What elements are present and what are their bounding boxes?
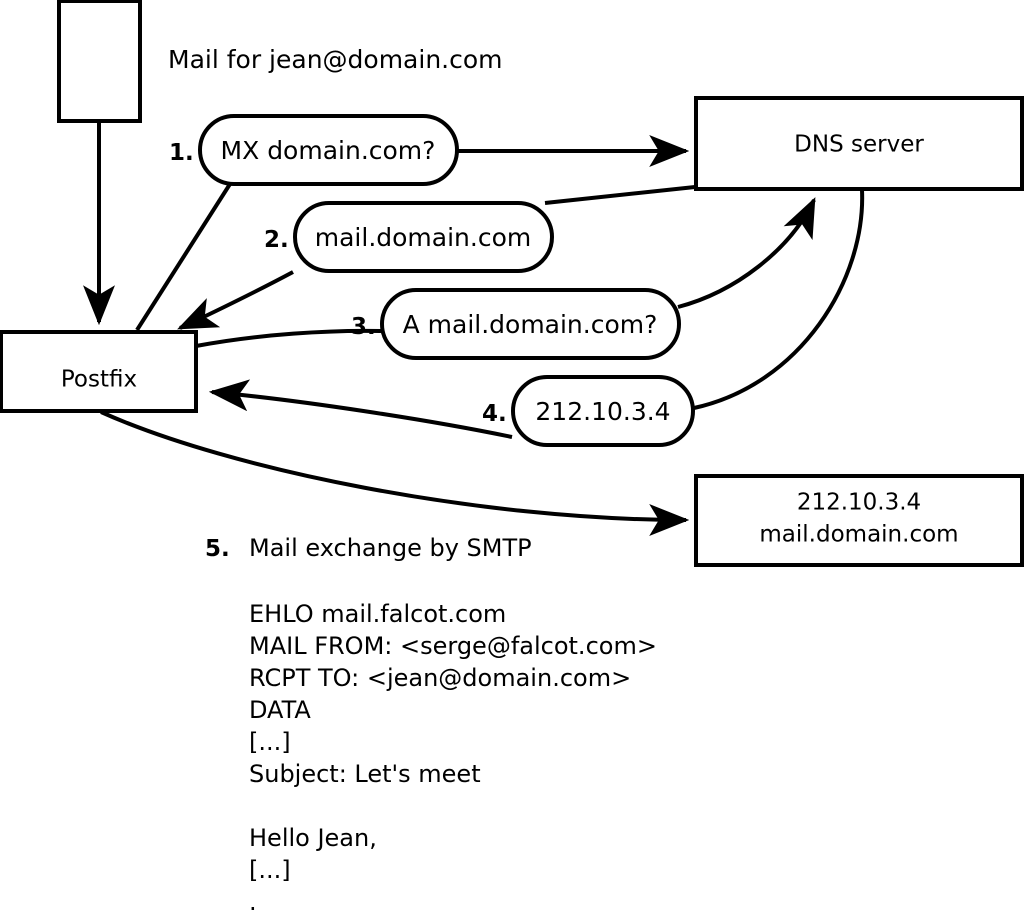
- connector-step5-smtp: [100, 410, 690, 536]
- connector-step4-to-postfix: [208, 379, 513, 439]
- mail-server-node[interactable]: 212.10.3.4 mail.domain.com: [694, 474, 1024, 567]
- step-4-label: 212.10.3.4: [535, 397, 670, 426]
- mail-server-ip: 212.10.3.4: [797, 490, 921, 516]
- postfix-node[interactable]: Postfix: [0, 330, 198, 413]
- mail-server-hostname: mail.domain.com: [759, 522, 958, 548]
- dns-server-node[interactable]: DNS server: [694, 96, 1024, 191]
- connector-step3-to-dns: [677, 197, 816, 309]
- step-5-label: Mail exchange by SMTP: [249, 534, 532, 562]
- smtp-line: Hello Jean,: [249, 824, 377, 852]
- smtp-line: [...]: [249, 856, 291, 884]
- postfix-label: Postfix: [61, 367, 137, 393]
- connector-step2-from-dns: [544, 185, 696, 205]
- smtp-line: DATA: [249, 696, 311, 724]
- step-2-number: 2.: [264, 227, 289, 253]
- smtp-line: Subject: Let's meet: [249, 760, 481, 788]
- step-5-number: 5.: [205, 536, 230, 562]
- step-1-label: MX domain.com?: [221, 136, 436, 165]
- smtp-line: [...]: [249, 728, 291, 756]
- source-box: [57, 0, 142, 123]
- connector-step4-from-dns: [693, 189, 865, 410]
- smtp-line: .: [249, 888, 257, 916]
- step-2-bubble[interactable]: mail.domain.com: [293, 201, 554, 273]
- mail-for-note: Mail for jean@domain.com: [168, 45, 503, 74]
- step-1-bubble[interactable]: MX domain.com?: [198, 114, 459, 186]
- step-2-label: mail.domain.com: [315, 223, 531, 252]
- smtp-transcript: EHLO mail.falcot.com MAIL FROM: <serge@f…: [249, 600, 657, 916]
- step-1-number: 1.: [169, 140, 194, 166]
- step-4-bubble[interactable]: 212.10.3.4: [511, 375, 695, 447]
- step-3-label: A mail.domain.com?: [403, 310, 658, 339]
- step-3-number: 3.: [351, 314, 376, 340]
- smtp-line: MAIL FROM: <serge@falcot.com>: [249, 632, 657, 660]
- smtp-line: RCPT TO: <jean@domain.com>: [249, 664, 631, 692]
- smtp-line: EHLO mail.falcot.com: [249, 600, 506, 628]
- step-3-bubble[interactable]: A mail.domain.com?: [380, 288, 681, 360]
- connector-step2-to-postfix: [177, 270, 294, 330]
- step-4-number: 4.: [482, 401, 507, 427]
- connector-postfix-to-bubble1: [135, 182, 232, 332]
- connector-step3-from-postfix: [195, 328, 382, 348]
- dns-server-label: DNS server: [794, 132, 924, 158]
